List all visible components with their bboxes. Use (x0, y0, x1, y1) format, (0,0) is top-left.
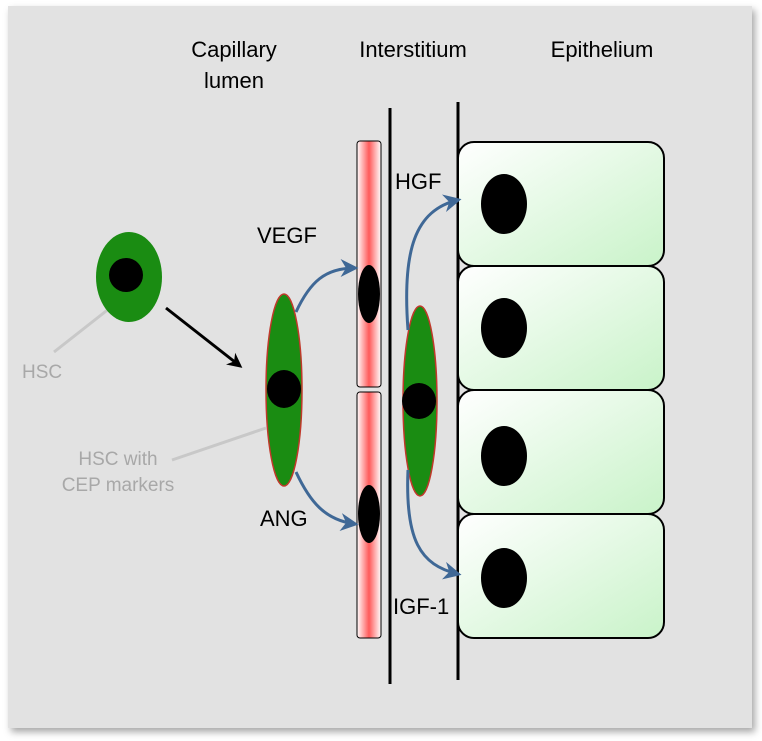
header-epithelium: Epithelium (551, 37, 654, 62)
migration-arrow (165, 306, 243, 368)
label-igf: IGF-1 (393, 594, 449, 619)
hgf-arrow (405, 194, 462, 331)
header-capillary-line2: lumen (204, 68, 264, 93)
label-hsc-cep-line2: CEP markers (62, 475, 175, 496)
header-capillary-line1: Capillary (191, 37, 277, 62)
epithelial-cell-2 (457, 265, 665, 391)
hsc-cell-interstitium (402, 305, 438, 497)
label-hgf: HGF (395, 169, 441, 194)
label-hsc: HSC (22, 362, 62, 383)
hsc-cep-cell-capillary (265, 293, 303, 487)
epithelial-cell-1 (457, 141, 665, 267)
igf-arrow (406, 469, 462, 580)
hsc-cell (96, 232, 162, 322)
hsc-cep-callout-line (171, 426, 267, 462)
ang-arrow (294, 471, 359, 532)
label-hsc-cep-line1: HSC with (78, 449, 157, 470)
header-interstitium: Interstitium (359, 37, 467, 62)
epithelial-cell-4 (457, 513, 665, 639)
hsc-callout-line (53, 306, 111, 354)
endothelial-cell-lower (356, 391, 382, 639)
label-vegf: VEGF (257, 223, 317, 248)
endothelial-cell-upper (356, 140, 382, 388)
vegf-arrow (294, 259, 359, 313)
label-ang: ANG (260, 506, 308, 531)
epithelial-cell-3 (457, 389, 665, 515)
